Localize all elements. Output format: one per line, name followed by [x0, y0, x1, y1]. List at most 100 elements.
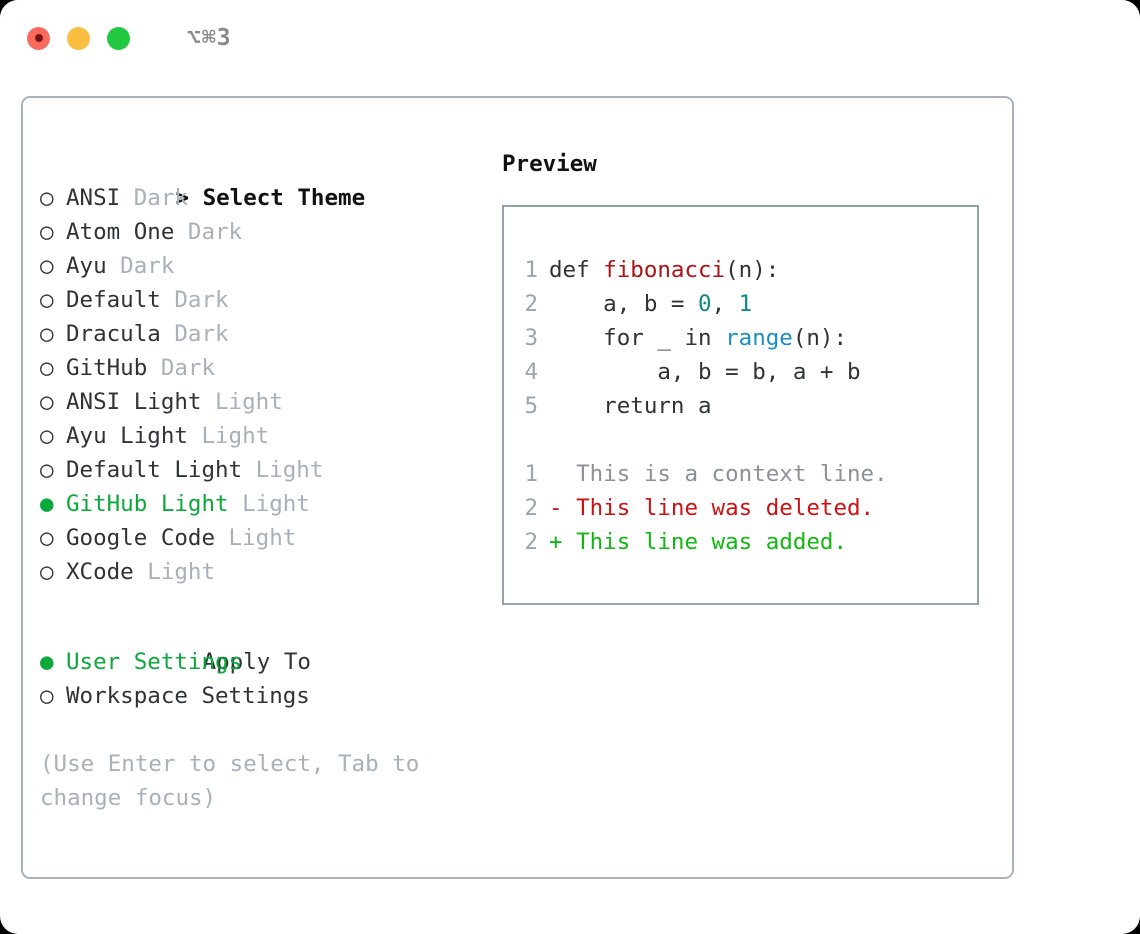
theme-item-default-light[interactable]: ○ Default Light Light — [40, 453, 490, 487]
keyboard-shortcut-label: ⌥⌘3 — [187, 24, 232, 51]
code-token-plain: , — [711, 291, 739, 317]
select-theme-header-label: Select Theme — [202, 185, 366, 211]
radio-unselected-icon: ○ — [40, 355, 54, 381]
apply-to-header: Apply To — [40, 611, 490, 675]
section-spacer — [40, 589, 490, 611]
code-line: 3 for _ in range(n): — [504, 321, 977, 355]
code-token-kw: for _ in — [549, 325, 726, 351]
code-token-plain: (n): — [792, 325, 848, 351]
theme-item-github-light[interactable]: ● GitHub Light Light — [40, 487, 490, 521]
theme-item-label: GitHub Light — [66, 491, 229, 517]
theme-item-label: Default — [66, 287, 161, 313]
theme-item-variant-tag: Dark — [147, 355, 216, 381]
radio-unselected-icon: ○ — [40, 423, 54, 449]
theme-item-google-code[interactable]: ○ Google Code Light — [40, 521, 490, 555]
radio-unselected-icon: ○ — [40, 219, 54, 245]
radio-unselected-icon: ○ — [40, 287, 54, 313]
theme-item-variant-tag: Dark — [174, 219, 243, 245]
theme-item-variant-tag: Light — [215, 525, 297, 551]
theme-item-label: Default Light — [66, 457, 243, 483]
code-token-plain: a, b = — [549, 291, 699, 317]
diff-line-number: 1 — [524, 461, 538, 487]
apply-to-item-workspace-settings[interactable]: ○ Workspace Settings — [40, 679, 490, 713]
code-token-num: 1 — [738, 291, 753, 317]
theme-item-label: GitHub — [66, 355, 148, 381]
maximize-button[interactable] — [107, 26, 130, 50]
diff-preview: 1 This is a context line. 2 - This line wa… — [504, 457, 977, 559]
preview-title: Preview — [502, 151, 597, 177]
focus-caret-icon: > — [175, 185, 190, 211]
theme-item-variant-tag: Light — [187, 423, 270, 449]
radio-unselected-icon: ○ — [40, 253, 54, 279]
code-token-fn: fibonacci — [603, 257, 726, 283]
theme-item-ansi-light[interactable]: ○ ANSI Light Light — [40, 385, 490, 419]
apply-to-item-user-settings[interactable]: ● User Settings — [40, 645, 490, 679]
diff-line-text-add: + This line was added. — [549, 529, 848, 555]
theme-item-ayu-light[interactable]: ○ Ayu Light Light — [40, 419, 490, 453]
radio-unselected-icon: ○ — [40, 525, 54, 551]
theme-item-variant-tag: Dark — [160, 287, 229, 313]
radio-unselected-icon: ○ — [40, 559, 54, 585]
code-line-number: 1 — [524, 257, 538, 283]
apply-to-list: ● User Settings ○ Workspace Settings — [40, 645, 490, 713]
theme-item-label: Atom One — [66, 219, 175, 245]
theme-item-atom-one[interactable]: ○ Atom One Dark — [40, 215, 490, 249]
apply-to-item-label: Workspace Settings — [66, 683, 310, 709]
code-token-kw: return a — [549, 393, 712, 419]
radio-unselected-icon: ○ — [40, 389, 54, 415]
title-bar: ⌥⌘3 — [0, 0, 1140, 76]
code-token-plain: (n): — [725, 257, 780, 283]
apply-to-item-label: User Settings — [66, 649, 243, 675]
close-button[interactable] — [27, 26, 50, 50]
code-token-kw: def — [549, 257, 604, 283]
minimize-button[interactable] — [67, 26, 90, 50]
radio-selected-icon: ● — [40, 649, 54, 675]
code-line-number: 3 — [524, 325, 538, 351]
diff-line-text-context: This is a context line. — [549, 461, 888, 487]
radio-unselected-icon: ○ — [40, 457, 54, 483]
code-line: 2 a, b = 0, 1 — [504, 287, 977, 321]
theme-item-variant-tag: Dark — [160, 321, 229, 347]
theme-list: ○ANSI Dark○Atom One Dark○Ayu Dark○Defaul… — [40, 181, 490, 589]
radio-unselected-icon: ○ — [40, 683, 54, 709]
theme-item-variant-tag: Light — [133, 559, 216, 585]
theme-selection-column: > Select Theme ○ANSI Dark○Atom One Dark○… — [40, 147, 490, 815]
theme-item-ayu[interactable]: ○ Ayu Dark — [40, 249, 490, 283]
code-token-num: 0 — [698, 291, 712, 317]
code-line-number: 5 — [524, 393, 538, 419]
theme-item-label: Ayu Light — [66, 423, 188, 449]
theme-item-ansi[interactable]: ○ANSI Dark — [40, 181, 490, 215]
diff-line-number: 2 — [524, 495, 538, 521]
theme-item-variant-tag: Light — [201, 389, 283, 415]
theme-item-variant-tag: Dark — [106, 253, 175, 279]
theme-item-label: XCode — [66, 559, 134, 585]
theme-item-dracula[interactable]: ○Dracula Dark — [40, 317, 490, 351]
theme-item-variant-tag: Light — [228, 491, 310, 517]
diff-spacer — [504, 423, 977, 457]
main-panel: > Select Theme ○ANSI Dark○Atom One Dark○… — [21, 96, 1014, 879]
diff-line: 2+ This line was added. — [504, 525, 977, 559]
code-line: 4 a, b = b, a + b — [504, 355, 977, 389]
apply-to-header-label: Apply To — [202, 649, 311, 675]
theme-item-label: ANSI Light — [66, 389, 202, 415]
theme-item-label: Google Code — [66, 525, 216, 551]
theme-item-xcode[interactable]: ○ XCode Light — [40, 555, 490, 589]
select-theme-header: > Select Theme — [40, 147, 490, 211]
diff-line: 1 This is a context line. — [504, 457, 977, 491]
window-controls — [27, 26, 130, 50]
theme-item-variant-tag: Light — [242, 457, 324, 483]
theme-item-label: ANSI — [66, 185, 121, 211]
theme-item-variant-tag: Dark — [120, 185, 188, 211]
diff-line-text-del: - This line was deleted. — [549, 495, 875, 521]
theme-item-default[interactable]: ○ Default Dark — [40, 283, 490, 317]
theme-item-github[interactable]: ○ GitHub Dark — [40, 351, 490, 385]
radio-selected-icon: ● — [40, 491, 54, 517]
code-token-builtin: range — [725, 325, 793, 351]
theme-item-label: Ayu — [66, 253, 107, 279]
code-line-number: 4 — [524, 359, 538, 385]
code-line-number: 2 — [524, 291, 538, 317]
